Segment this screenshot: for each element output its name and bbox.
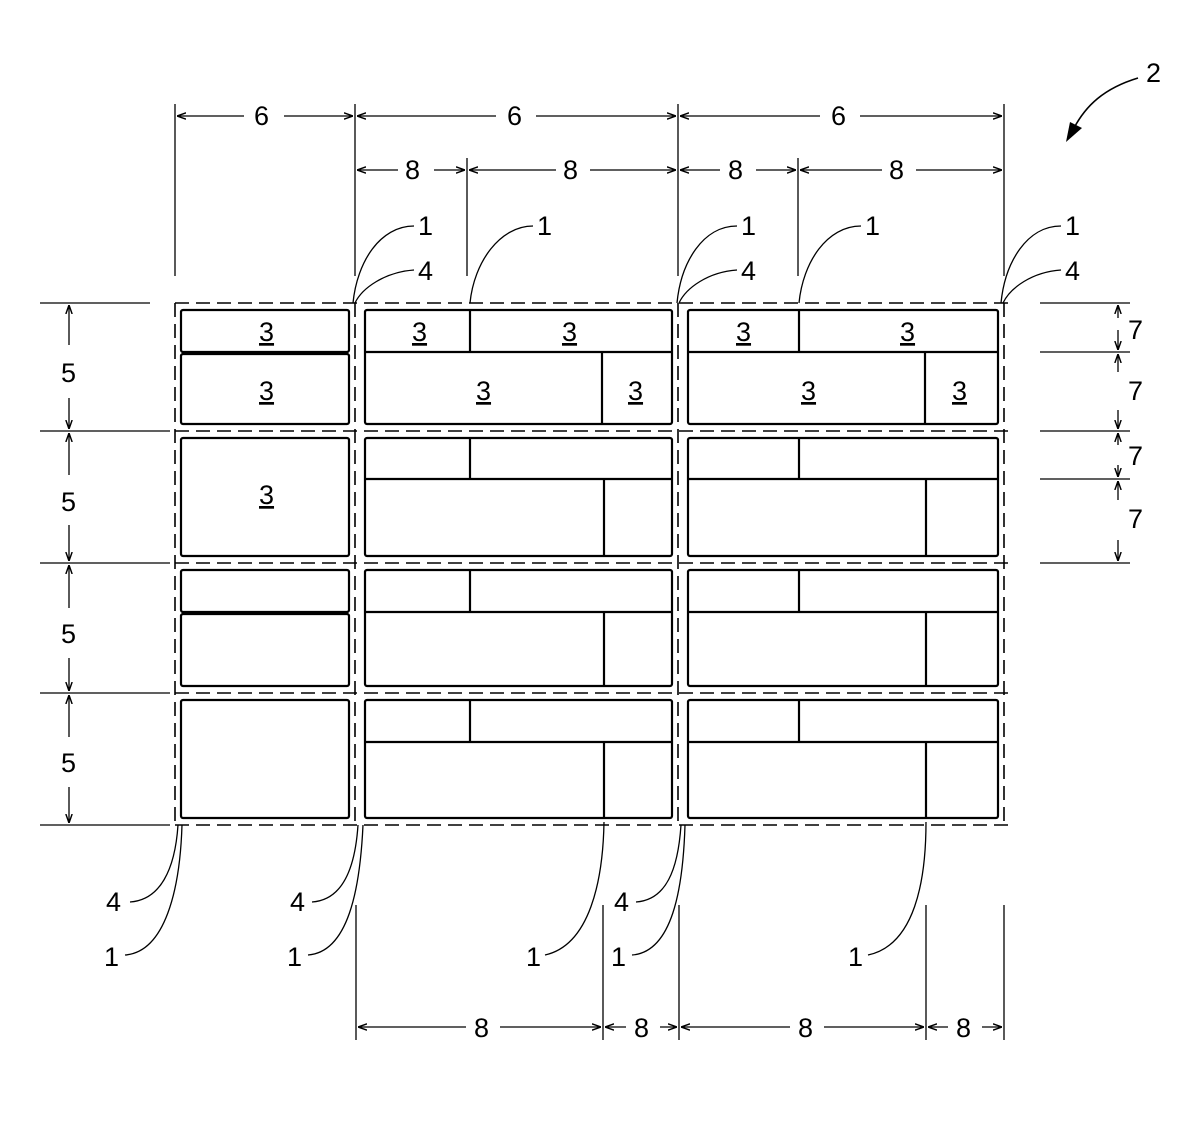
dim-label-5: 5 <box>61 487 76 517</box>
ref-label-1: 1 <box>104 942 119 972</box>
panel-label-3: 3 <box>259 376 274 406</box>
module-col3-row4 <box>686 698 1000 820</box>
ref-label-1: 1 <box>741 211 756 241</box>
ref-label-1: 1 <box>1065 211 1080 241</box>
ref-label-1: 1 <box>848 942 863 972</box>
panel-label-3: 3 <box>412 317 427 347</box>
ref-label-1: 1 <box>526 942 541 972</box>
dim-label-8: 8 <box>798 1013 813 1043</box>
module-col2-row2 <box>363 436 674 558</box>
dim-label-8: 8 <box>634 1013 649 1043</box>
bottom-dimension-8 <box>355 905 1005 1040</box>
module-col1-row3 <box>179 568 351 688</box>
panel-label-3: 3 <box>259 317 274 347</box>
module-col1-row1 <box>179 308 351 426</box>
figure-ref-arrow <box>1066 77 1139 142</box>
module-col2-row4 <box>363 698 674 820</box>
panel-label-3: 3 <box>476 376 491 406</box>
dim-label-7: 7 <box>1128 315 1143 345</box>
ref-label-4: 4 <box>741 256 756 286</box>
dim-label-7: 7 <box>1128 376 1143 406</box>
right-dimension-7 <box>1040 302 1130 564</box>
panel-label-3: 3 <box>628 376 643 406</box>
panel-label-3: 3 <box>801 376 816 406</box>
module-col3-row3 <box>686 568 1000 688</box>
module-col1-row2 <box>179 436 351 558</box>
ref-label-1: 1 <box>418 211 433 241</box>
dim-label-8: 8 <box>563 155 578 185</box>
module-col3-row2 <box>686 436 1000 558</box>
panel-label-3: 3 <box>736 317 751 347</box>
module-col3-row1 <box>686 308 1000 426</box>
bottom-leaders <box>124 821 927 956</box>
dim-label-5: 5 <box>61 619 76 649</box>
ref-label-4: 4 <box>290 887 305 917</box>
ref-label-1: 1 <box>865 211 880 241</box>
top-dimension-8 <box>357 158 1002 276</box>
panel-label-3: 3 <box>259 480 274 510</box>
ref-label-4: 4 <box>418 256 433 286</box>
module-col2-row3 <box>363 568 674 688</box>
ref-label-1: 1 <box>537 211 552 241</box>
dim-label-8: 8 <box>889 155 904 185</box>
ref-label-1: 1 <box>611 942 626 972</box>
ref-label-4: 4 <box>1065 256 1080 286</box>
dim-label-6: 6 <box>507 101 522 131</box>
dim-label-8: 8 <box>728 155 743 185</box>
dim-label-8: 8 <box>405 155 420 185</box>
top-leaders <box>352 225 1062 304</box>
top-dimension-6 <box>174 104 1005 276</box>
module-col1-row4 <box>179 698 351 820</box>
dim-label-6: 6 <box>831 101 846 131</box>
ref-label-4: 4 <box>106 887 121 917</box>
ref-label-2: 2 <box>1146 58 1161 88</box>
dim-label-8: 8 <box>956 1013 971 1043</box>
ref-label-1: 1 <box>287 942 302 972</box>
dim-label-5: 5 <box>61 358 76 388</box>
dim-label-7: 7 <box>1128 441 1143 471</box>
panel-label-3: 3 <box>562 317 577 347</box>
module-col2-row1 <box>363 308 674 426</box>
left-dimension-5 <box>40 302 170 826</box>
panel-label-3: 3 <box>952 376 967 406</box>
dim-label-6: 6 <box>254 101 269 131</box>
dim-label-7: 7 <box>1128 504 1143 534</box>
panel-label-3: 3 <box>900 317 915 347</box>
dim-label-5: 5 <box>61 748 76 778</box>
ref-label-4: 4 <box>614 887 629 917</box>
dim-label-8: 8 <box>474 1013 489 1043</box>
dashed-frame-grid <box>174 302 1010 826</box>
